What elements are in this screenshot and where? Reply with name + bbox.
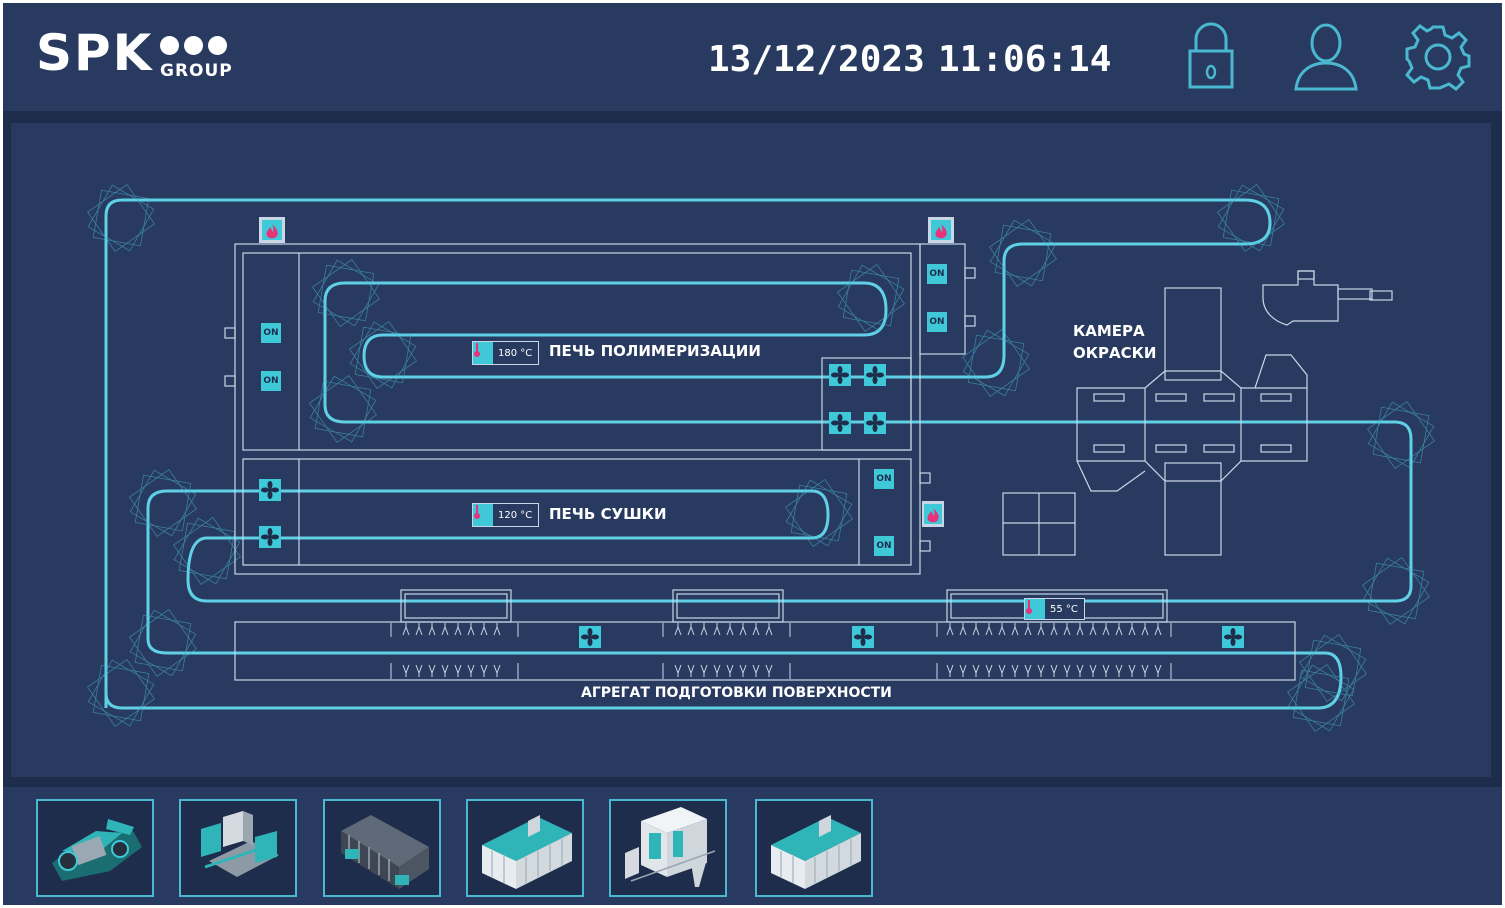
on-button-oven-right-1[interactable]: ON	[927, 264, 947, 284]
settings-button[interactable]	[1405, 23, 1471, 95]
on-button-oven-left-2[interactable]: ON	[261, 371, 281, 391]
on-button-dryer-2[interactable]: ON	[874, 536, 894, 556]
plant-diagram: ON ON ON ON ON ON 180 °C 120 °C 55 °C ПЕ…	[11, 123, 1491, 777]
thermometer-icon	[473, 342, 493, 364]
surface-prep-temp-value: 55 °C	[1050, 603, 1078, 615]
lock-button[interactable]	[1186, 21, 1236, 95]
drying-temp-value: 120 °C	[498, 509, 533, 521]
thumbnail-spray-tunnel[interactable]	[466, 799, 584, 897]
logo-dot	[208, 36, 227, 55]
equipment-thumbnail-bar	[3, 787, 1502, 905]
main-panel: ON ON ON ON ON ON 180 °C 120 °C 55 °C ПЕ…	[3, 111, 1502, 787]
spray-tunnel-icon	[482, 815, 572, 889]
polymerization-oven-label: ПЕЧЬ ПОЛИМЕРИЗАЦИИ	[549, 342, 761, 360]
current-time: 11:06:14	[938, 39, 1112, 80]
current-date: 13/12/2023	[708, 39, 925, 80]
paint-booth-label-line2: ОКРАСКИ	[1073, 344, 1157, 362]
paint-booth-label-line1: КАМЕРА	[1073, 322, 1145, 340]
thermometer-icon	[473, 504, 493, 526]
company-logo: SPK GROUP	[36, 24, 246, 87]
thumbnail-paint-booth[interactable]	[609, 799, 727, 897]
surface-prep-temp-badge: 55 °C	[1024, 598, 1085, 620]
on-button-dryer-1[interactable]: ON	[874, 469, 894, 489]
conveyor-drive-icon	[52, 819, 142, 881]
hmi-app: SPK GROUP 13/12/2023 11:06:14	[3, 3, 1502, 905]
thumbnail-spray-tunnel-2[interactable]	[755, 799, 873, 897]
polymerization-temp-badge: 180 °C	[472, 341, 540, 365]
drying-temp-badge: 120 °C	[472, 503, 540, 527]
filter-unit-icon	[341, 815, 429, 889]
logo-dot	[184, 36, 203, 55]
thermometer-icon	[1025, 599, 1045, 619]
thumbnail-conveyor-drive[interactable]	[36, 799, 154, 897]
drying-oven-label: ПЕЧЬ СУШКИ	[549, 505, 667, 523]
spray-tunnel-icon	[771, 815, 861, 889]
lock-icon	[1188, 22, 1234, 89]
user-icon	[1294, 23, 1358, 91]
paint-booth-icon	[625, 807, 716, 887]
control-cabinet-icon	[201, 811, 279, 877]
logo-subtext: GROUP	[160, 61, 233, 81]
on-button-oven-right-2[interactable]: ON	[927, 312, 947, 332]
header-bar: SPK GROUP 13/12/2023 11:06:14	[3, 3, 1502, 111]
plant-schematic	[87, 184, 1435, 732]
on-button-oven-left-1[interactable]: ON	[261, 323, 281, 343]
thumbnail-filter-unit[interactable]	[323, 799, 441, 897]
polymerization-temp-value: 180 °C	[498, 347, 533, 359]
thumbnail-control-cabinet[interactable]	[179, 799, 297, 897]
logo-text: SPK	[36, 24, 154, 82]
gear-icon	[1405, 24, 1471, 91]
user-button[interactable]	[1293, 21, 1359, 97]
surface-prep-label: АГРЕГАТ ПОДГОТОВКИ ПОВЕРХНОСТИ	[581, 685, 892, 701]
logo-dot	[160, 36, 179, 55]
